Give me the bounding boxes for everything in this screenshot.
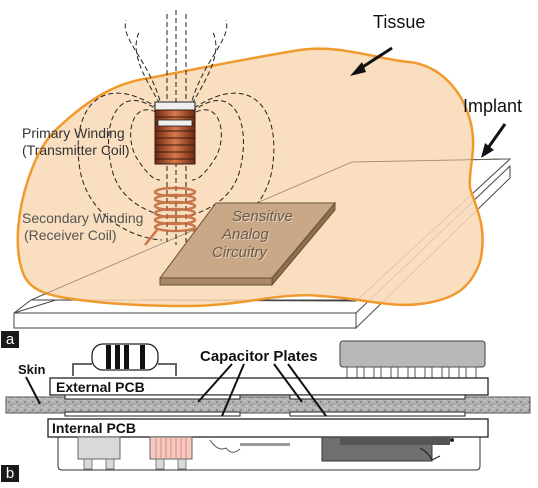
implant-label: Implant <box>463 96 523 116</box>
transmitter-coil-label: (Transmitter Coil) <box>22 142 130 158</box>
tissue-region <box>16 47 484 308</box>
ic-pin <box>397 366 409 379</box>
resistor-component <box>72 343 177 376</box>
label-arrows <box>350 46 507 158</box>
secondary-winding-label: Secondary Winding <box>22 210 144 226</box>
leader-lines <box>25 363 327 417</box>
primary-winding-label: Primary Winding <box>22 125 125 141</box>
panel-a <box>13 10 512 330</box>
external-pcb-board <box>49 377 489 396</box>
tissue-label: Tissue <box>373 12 426 32</box>
skin-layer <box>5 396 531 414</box>
implant-enclosure <box>57 437 481 471</box>
primary-coil <box>154 101 196 165</box>
ic-pin <box>346 366 358 379</box>
ic-pin <box>414 366 426 379</box>
ic-pin <box>465 366 477 379</box>
skin-label: Skin <box>18 362 46 377</box>
ic-pin <box>363 366 375 379</box>
ic-pin <box>431 366 443 379</box>
ic-pin <box>380 366 392 379</box>
receiver-coil-label: (Receiver Coil) <box>24 227 117 243</box>
panel-b <box>5 340 531 471</box>
capacitor-plates-label: Capacitor Plates <box>200 348 318 365</box>
internal-pcb-board <box>47 418 489 438</box>
panel-b-tag: b <box>1 465 19 482</box>
ic-pin <box>448 366 460 379</box>
panel-a-tag: a <box>1 331 19 348</box>
ic-chip <box>339 340 486 379</box>
external-pcb-label: External PCB <box>56 379 145 395</box>
chip-label-sensitive: Sensitive <box>232 208 293 225</box>
internal-components <box>77 436 454 470</box>
chip-label-circuitry: Circuitry <box>212 244 267 261</box>
sensitive-analog-chip <box>159 201 337 287</box>
internal-pcb-label: Internal PCB <box>52 420 137 436</box>
capacitor-plates <box>64 394 466 417</box>
chip-label-analog: Analog <box>222 226 269 243</box>
